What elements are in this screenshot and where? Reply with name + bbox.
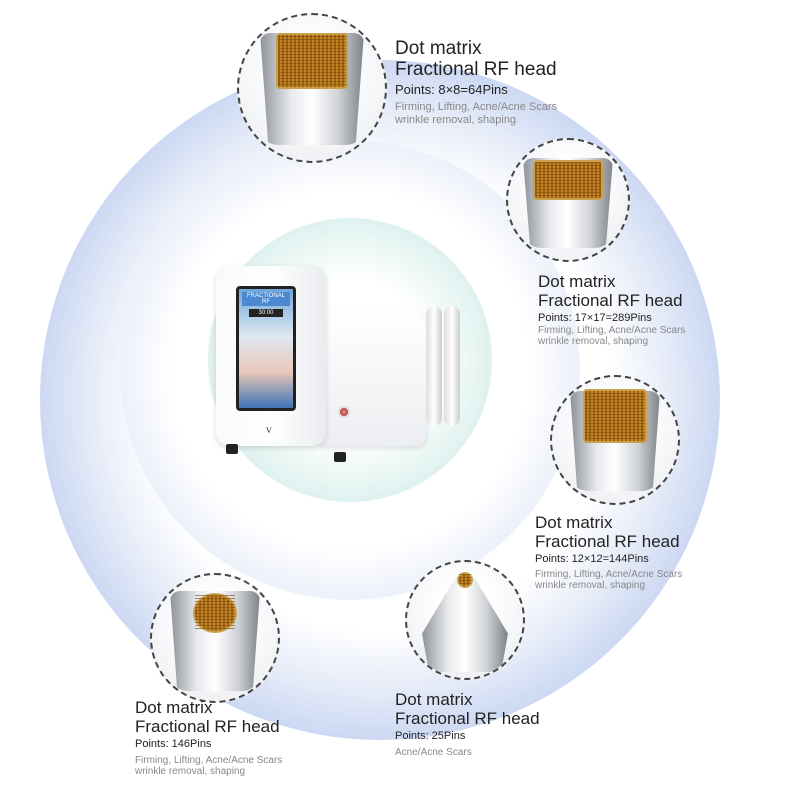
head-description: wrinkle removal, shaping <box>135 766 246 777</box>
head-title: Fractional RF head <box>135 717 280 736</box>
head-description: wrinkle removal, shaping <box>538 336 649 347</box>
head-image-25pins <box>405 560 525 680</box>
head-label-64pins: Dot matrix Fractional RF head Points: 8×… <box>395 38 557 127</box>
head-title: Dot matrix <box>535 513 613 532</box>
screen-timer: 30:00 <box>249 309 283 317</box>
head-title: Dot matrix <box>395 690 473 709</box>
power-button <box>338 406 350 418</box>
head-description: Firming, Lifting, Acne/Acne Scars <box>535 569 683 580</box>
head-description: Acne/Acne Scars <box>395 747 472 758</box>
head-title: Fractional RF head <box>395 709 540 728</box>
head-label-146pins: Dot matrix Fractional RF head Points: 14… <box>135 698 282 777</box>
machine-body-rear <box>316 306 426 446</box>
head-title: Fractional RF head <box>538 291 683 310</box>
head-description: Firming, Lifting, Acne/Acne Scars <box>135 755 283 766</box>
head-title: Dot matrix <box>538 272 616 291</box>
machine-body-front: FRACTIONAL RF 30:00 V <box>216 266 326 446</box>
head-description: Firming, Lifting, Acne/Acne Scars <box>538 325 686 336</box>
head-image-289pins <box>506 138 630 262</box>
machine-foot <box>334 452 346 462</box>
head-label-25pins: Dot matrix Fractional RF head Points: 25… <box>395 690 540 758</box>
head-title: Dot matrix <box>135 698 213 717</box>
head-description: wrinkle removal, shaping <box>395 114 517 126</box>
head-title: Dot matrix <box>395 38 482 59</box>
head-description: Firming, Lifting, Acne/Acne Scars <box>395 101 558 113</box>
head-image-144pins <box>550 375 680 505</box>
head-title: Fractional RF head <box>535 532 680 551</box>
fractional-rf-machine: FRACTIONAL RF 30:00 V <box>216 266 460 462</box>
head-points: Points: 25Pins <box>395 730 466 742</box>
head-image-64pins <box>237 13 387 163</box>
head-points: Points: 146Pins <box>135 738 212 750</box>
head-image-146pins <box>150 573 280 703</box>
head-label-144pins: Dot matrix Fractional RF head Points: 12… <box>535 513 682 591</box>
machine-foot <box>226 444 238 454</box>
handpiece-2 <box>444 306 460 426</box>
head-label-289pins: Dot matrix Fractional RF head Points: 17… <box>538 272 685 347</box>
head-points: Points: 12×12=144Pins <box>535 553 649 565</box>
head-points: Points: 17×17=289Pins <box>538 312 652 324</box>
head-description: wrinkle removal, shaping <box>535 580 646 591</box>
handpiece-1 <box>426 306 442 426</box>
head-points: Points: 8×8=64Pins <box>395 82 508 97</box>
machine-logo: V <box>266 426 272 435</box>
screen-title: FRACTIONAL RF <box>242 292 290 306</box>
head-title: Fractional RF head <box>395 59 557 80</box>
machine-screen: FRACTIONAL RF 30:00 <box>236 286 296 411</box>
